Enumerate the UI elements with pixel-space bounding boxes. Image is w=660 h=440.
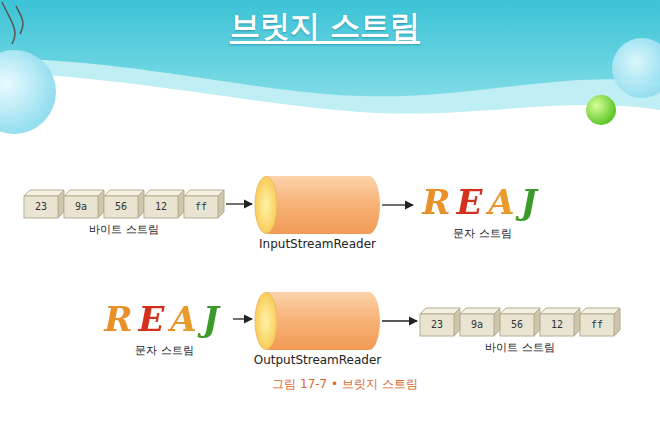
byte-cube: 9a bbox=[460, 308, 500, 336]
stream-label: 바이트 스트림 bbox=[89, 222, 159, 237]
flow-arrow bbox=[382, 320, 417, 321]
byte-cube: 23 bbox=[420, 308, 460, 336]
byte-value: 23 bbox=[24, 196, 58, 218]
byte-stream: 바이트 스트림239a5612ff bbox=[420, 308, 620, 336]
byte-cube: 12 bbox=[144, 190, 184, 218]
reader-cylinder: InputStreamReader bbox=[255, 176, 380, 234]
stream-label: 문자 스트림 bbox=[135, 343, 194, 358]
byte-value: 9a bbox=[460, 314, 494, 336]
byte-value: 56 bbox=[500, 314, 534, 336]
byte-value: 23 bbox=[420, 314, 454, 336]
mascot-sketch bbox=[2, 2, 23, 44]
byte-cube: 56 bbox=[500, 308, 540, 336]
byte-cube: 12 bbox=[540, 308, 580, 336]
byte-value: 12 bbox=[144, 196, 178, 218]
byte-cube: 23 bbox=[24, 190, 64, 218]
wave-band bbox=[0, 0, 660, 114]
flow-arrow bbox=[233, 318, 252, 319]
char-stream: REAJ문자 스트림 bbox=[416, 180, 549, 224]
byte-stream: 바이트 스트림239a5612ff bbox=[24, 190, 224, 218]
byte-value: ff bbox=[580, 314, 614, 336]
byte-value: 12 bbox=[540, 314, 574, 336]
stream-label: 문자 스트림 bbox=[453, 226, 512, 241]
header-wave bbox=[0, 0, 660, 96]
figure-caption: 그림 17-7 • 브릿지 스트림 bbox=[0, 376, 660, 393]
byte-value: 56 bbox=[104, 196, 138, 218]
flow-arrow bbox=[382, 204, 413, 205]
byte-cube: 9a bbox=[64, 190, 104, 218]
char-letters: REAJ bbox=[98, 297, 231, 341]
class-name: InputStreamReader bbox=[259, 237, 376, 251]
bubble bbox=[0, 50, 56, 134]
char-stream: REAJ문자 스트림 bbox=[98, 297, 231, 341]
flow-arrow bbox=[226, 203, 252, 204]
class-name: OutputStreamReader bbox=[254, 353, 382, 367]
byte-cube: 56 bbox=[104, 190, 144, 218]
bubble bbox=[612, 38, 660, 98]
stream-label: 바이트 스트림 bbox=[485, 340, 555, 355]
byte-cube: ff bbox=[184, 190, 224, 218]
byte-cube: ff bbox=[580, 308, 620, 336]
reader-cylinder: OutputStreamReader bbox=[255, 292, 380, 350]
byte-value: ff bbox=[184, 196, 218, 218]
page-title: 브릿지 스트림 bbox=[0, 6, 650, 47]
green-ball bbox=[586, 95, 616, 125]
cylinder-shape bbox=[255, 292, 380, 350]
cylinder-shape bbox=[255, 176, 380, 234]
char-letters: REAJ bbox=[416, 180, 549, 224]
byte-value: 9a bbox=[64, 196, 98, 218]
